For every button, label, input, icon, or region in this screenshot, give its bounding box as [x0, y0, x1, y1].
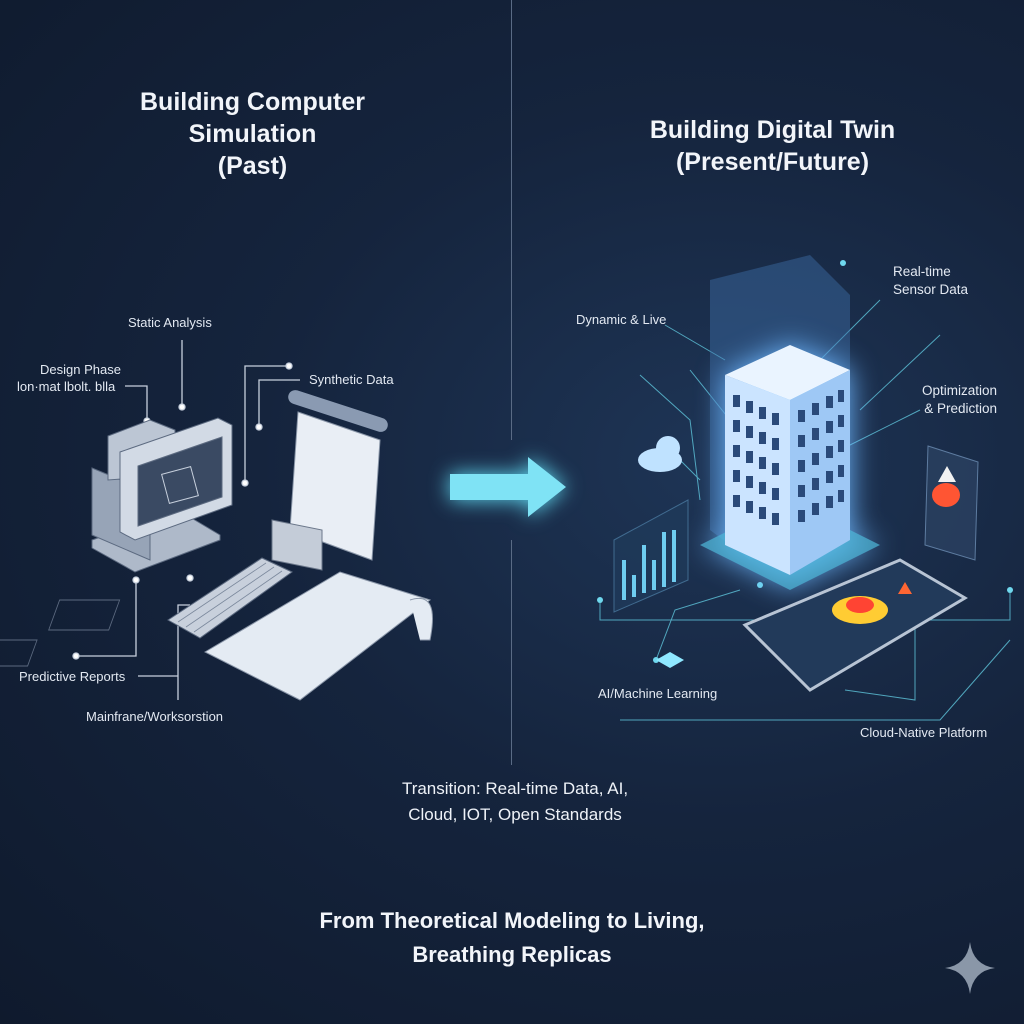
monitor-icon: [91, 417, 233, 573]
cloud-icon: [638, 436, 682, 472]
right-title: Building Digital Twin (Present/Future): [649, 116, 896, 176]
label-cloud-native: Cloud-Native Platform: [860, 725, 988, 740]
transition-caption: Transition: Real-time Data, AI, Cloud, I…: [401, 779, 629, 824]
divider-bottom: [511, 540, 512, 765]
ai-chip-icon: [656, 652, 684, 668]
label-dynamic-live: Dynamic & Live: [576, 312, 667, 327]
label-mainframe: Mainfrane/Worksorstion: [86, 709, 224, 724]
label-ai-ml: AI/Machine Learning: [598, 686, 718, 701]
label-static-analysis: Static Analysis: [128, 315, 212, 330]
footer-tagline: From Theoretical Modeling to Living, Bre…: [319, 908, 705, 967]
blueprint-icon: [0, 571, 433, 701]
keyboard-icon: [167, 557, 293, 639]
label-optimization: Optimization & Prediction: [922, 383, 998, 416]
tablet-icon: [742, 558, 968, 692]
alert-panel: [924, 445, 979, 561]
left-title: Building Computer Simulation (Past): [140, 88, 365, 180]
label-design-sub: lon·mat lbolt. blla: [17, 379, 116, 394]
label-predictive-reports: Predictive Reports: [19, 669, 126, 684]
building-icon: [700, 345, 880, 590]
sparkle-icon: [945, 942, 995, 994]
label-realtime-sensor: Real-time Sensor Data: [893, 264, 969, 297]
label-design-phase: Design Phase: [40, 362, 121, 377]
bar-chart-panel: [613, 499, 689, 613]
label-synthetic-data: Synthetic Data: [309, 372, 394, 387]
document-icon: [271, 390, 388, 571]
divider-top: [511, 0, 512, 440]
